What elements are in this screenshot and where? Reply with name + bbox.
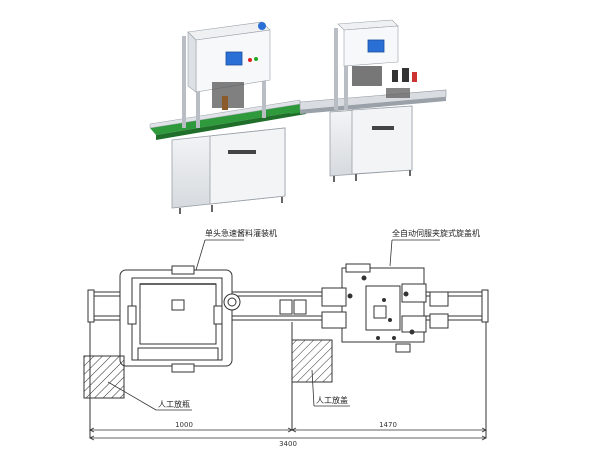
- dimension-total: 3400: [279, 440, 297, 448]
- filler-label: 单头急速酱料灌装机: [205, 228, 277, 238]
- manual-bottle-station: [83, 355, 125, 399]
- manual-cap-label: 人工放盖: [316, 395, 348, 405]
- capper-plan: [321, 263, 449, 353]
- layout-plan: [83, 239, 489, 441]
- capper-label: 全自动伺服夹旋式旋盖机: [392, 228, 480, 238]
- leader-lines: [107, 239, 440, 411]
- machine-render: [149, 19, 447, 214]
- manual-bottle-label: 人工放瓶: [158, 399, 190, 409]
- filler-head: [182, 21, 271, 128]
- capper-cabinet: [329, 105, 413, 182]
- capper-touchscreen: [367, 39, 385, 53]
- filler-touchscreen: [225, 51, 243, 66]
- filler-cabinet: [171, 127, 286, 214]
- dimension-left: 1000: [175, 421, 193, 429]
- dimension-right: 1470: [379, 421, 397, 429]
- dimension-lines: [89, 427, 487, 441]
- filler-plan: [119, 265, 241, 373]
- capper-head: [334, 19, 417, 110]
